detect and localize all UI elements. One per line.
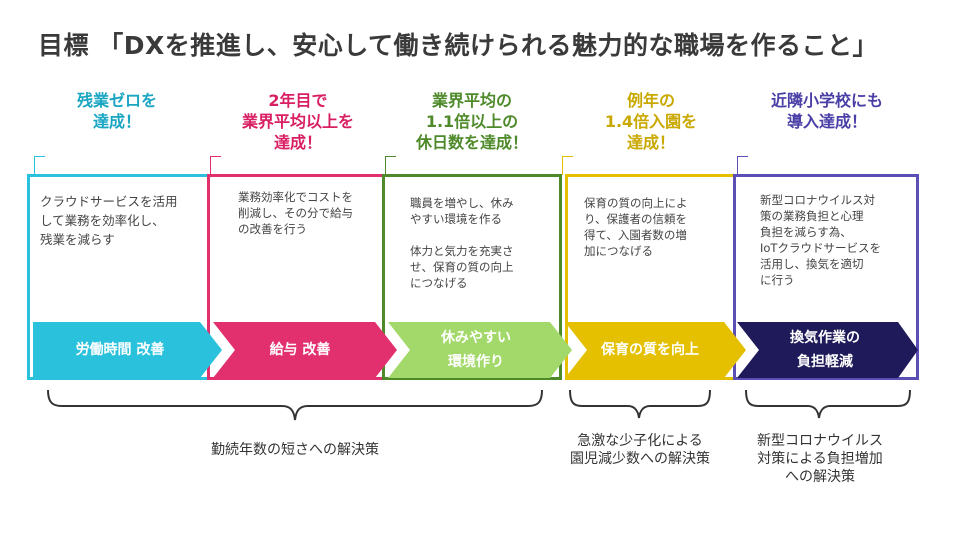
brace-right xyxy=(745,389,911,419)
desc-enrollment: 保育の質の向上によ り、保護者の信頼を 得て、入園者数の増 加につなげる xyxy=(584,196,688,258)
chevron-school xyxy=(737,322,918,378)
goal-holidays: 業界平均の 1.1倍以上の 休日数を達成！ xyxy=(415,91,528,152)
goal-enrollment: 例年の 1.4倍入園を 達成！ xyxy=(604,91,698,152)
goal-bracket-1 xyxy=(34,156,45,175)
brace-left xyxy=(47,389,543,421)
goal-school: 近隣小学校にも 導入達成！ xyxy=(770,91,883,131)
chevron-overtime xyxy=(33,322,222,378)
solution-covid: 新型コロナウイルス 対策による負担増加 への解決策 xyxy=(757,433,883,485)
chevron-holidays xyxy=(388,322,572,378)
goal-bracket-3 xyxy=(385,156,396,175)
solution-birthrate: 急激な少子化による 園児減少数への解決策 xyxy=(570,433,710,467)
page-title: 目標 「DXを推進し、安心して働き続けられる魅力的な職場を作ること」 xyxy=(38,31,878,60)
brace-middle xyxy=(569,389,711,419)
desc-school: 新型コロナウイルス対 策の業務負担と心理 負担を減らす為、 IoTクラウドサービ… xyxy=(760,193,881,287)
goal-salary: 2年目で 業界平均以上を 達成！ xyxy=(241,91,354,152)
label-overtime: 労働時間 改善 xyxy=(75,342,165,358)
solution-tenure: 勤続年数の短さへの解決策 xyxy=(211,442,379,458)
label-enrollment: 保育の質を向上 xyxy=(601,342,699,358)
label-salary: 給与 改善 xyxy=(269,342,331,358)
desc-holidays: 職員を増やし、休み やすい環境を作る 体力と気力を充実さ せ、保育の質の向上 に… xyxy=(410,196,514,290)
goal-bracket-5 xyxy=(737,156,748,175)
desc-overtime: クラウドサービスを活用 して業務を効率化し、 残業を減らす xyxy=(40,194,178,247)
label-holidays: 休みやすい 環境作り xyxy=(441,330,511,370)
goal-overtime: 残業ゼロを 達成！ xyxy=(76,91,157,131)
goal-bracket-4 xyxy=(562,156,573,175)
goal-bracket-2 xyxy=(210,156,221,175)
desc-salary: 業務効率化でコストを 削減し、その分で給与 の改善を行う xyxy=(238,190,353,236)
chevron-enrollment xyxy=(565,322,746,378)
label-school: 換気作業の 負担軽減 xyxy=(790,330,860,370)
chevron-salary xyxy=(213,322,397,378)
